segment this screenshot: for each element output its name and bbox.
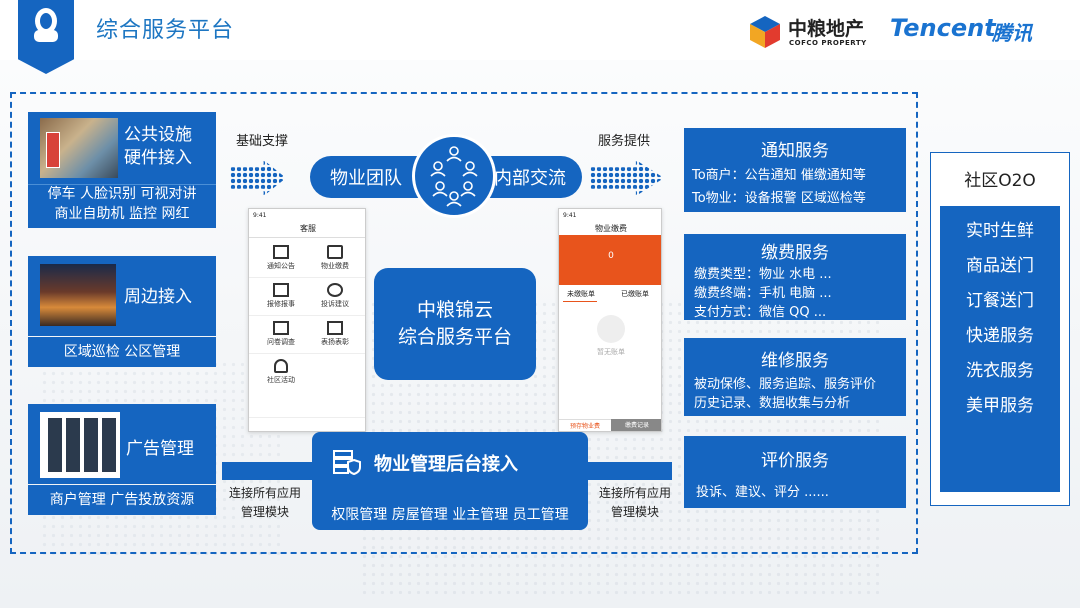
phone-left-time: 9:41	[253, 212, 267, 219]
notice-service-line1: To商户：公告通知 催缴通知等	[692, 168, 866, 183]
rating-service-card: 评价服务 投诉、建议、评分 ......	[684, 436, 906, 508]
public-facility-line2: 商业自助机 监控 网红	[54, 206, 190, 222]
ads-title: 广告管理	[126, 439, 194, 459]
public-facility-title: 公共设施 硬件接入	[124, 125, 192, 168]
grid-divider-3	[249, 353, 365, 354]
phone-left-title: 客服	[300, 224, 316, 233]
ad-screen-1	[48, 418, 62, 472]
backend-sub: 权限管理 房屋管理 业主管理 员工管理	[331, 507, 569, 523]
grid-divider-2	[249, 315, 365, 316]
repair-service-line1: 被动保修、服务追踪、服务评价	[694, 377, 877, 392]
cofco-logo-en: COFCO PROPERTY	[789, 39, 867, 47]
repair-service-title: 维修服务	[761, 351, 829, 371]
payment-service-card: 缴费服务 缴费类型：物业 水电 ... 缴费终端：手机 电脑 ... 支付方式：…	[684, 234, 906, 320]
grid-item-activity[interactable]: 社区活动	[259, 357, 303, 387]
tencent-logo-cn: 腾讯	[992, 21, 1032, 45]
label-basic-support: 基础支撑	[236, 134, 289, 149]
public-facility-sub	[28, 184, 216, 228]
internal-label: 内部交流	[494, 168, 566, 189]
backend-box	[312, 432, 588, 530]
grid-item-complaint[interactable]: 投诉建议	[313, 281, 357, 311]
grid-item-repair[interactable]: 报修报事	[259, 281, 303, 311]
grid-item-notice[interactable]: 通知公告	[259, 243, 303, 273]
connect-left-label: 连接所有应用 管理模块	[228, 486, 301, 519]
grid-item-praise[interactable]: 表扬表彰	[313, 319, 357, 349]
prepay-button[interactable]: 预存物业费	[559, 419, 611, 431]
ad-screen-3	[84, 418, 98, 472]
people-network-icon	[430, 146, 478, 207]
phone-mockup-left: 9:41 客服 通知公告 物业缴费 报修报事 投诉建议 问卷调查 表扬表彰 社区…	[248, 208, 366, 432]
o2o-list: 实时生鲜 商品送门 订餐送门 快递服务 洗衣服务 美甲服务	[940, 206, 1060, 492]
ad-screen-4	[102, 418, 116, 472]
cofco-logo-icon	[750, 16, 780, 48]
phone-left-tabbar	[249, 417, 365, 431]
notice-service-title: 通知服务	[761, 141, 829, 161]
phone-left-divider	[249, 237, 365, 238]
payment-service-line2: 缴费终端：手机 电脑 ...	[694, 286, 832, 301]
tab-underline	[563, 301, 597, 302]
empty-state-text: 暂无账单	[597, 348, 625, 356]
grid-item-payment[interactable]: 物业缴费	[313, 243, 357, 273]
tab-paid[interactable]: 已缴账单	[621, 290, 649, 298]
kiosk-image	[46, 132, 60, 168]
repair-service-card: 维修服务 被动保修、服务追踪、服务评价 历史记录、数据收集与分析	[684, 338, 906, 416]
o2o-item-meal: 订餐送门	[966, 291, 1034, 311]
grid-item-survey[interactable]: 问卷调查	[259, 319, 303, 349]
user-avatar-icon	[34, 8, 58, 42]
ads-sub: 商户管理 广告投放资源	[28, 485, 216, 515]
repair-service-line2: 历史记录、数据收集与分析	[694, 396, 851, 411]
grid-divider-1	[249, 277, 365, 278]
phone-right-title: 物业缴费	[595, 224, 627, 233]
platform-frame	[10, 92, 918, 554]
team-label: 物业团队	[330, 168, 402, 189]
payment-amount: 0	[608, 251, 614, 261]
ad-screen-2	[66, 418, 80, 472]
notice-service-line2: To物业：设备报警 区域巡检等	[692, 191, 866, 206]
o2o-item-goods: 商品送门	[966, 256, 1034, 276]
surrounding-title: 周边接入	[124, 287, 192, 307]
payment-record-button[interactable]: 缴费记录	[611, 419, 661, 431]
o2o-item-laundry: 洗衣服务	[966, 361, 1034, 381]
rating-service-line1: 投诉、建议、评分 ......	[696, 485, 829, 500]
rating-service-title: 评价服务	[761, 451, 829, 471]
platform-box: 中粮锦云 综合服务平台	[374, 268, 536, 380]
phone-mockup-right: 9:41 物业缴费 0 未缴账单 已缴账单 暂无账单 预存物业费 缴费记录	[558, 208, 662, 432]
backend-title: 物业管理后台接入	[374, 454, 518, 475]
o2o-title: 社区O2O	[964, 171, 1036, 191]
public-facility-line1: 停车 人脸识别 可视对讲	[47, 186, 197, 202]
page-title: 综合服务平台	[96, 18, 235, 43]
phone-right-time: 9:41	[563, 212, 577, 219]
cofco-logo-cn: 中粮地产	[788, 18, 865, 40]
o2o-item-fresh: 实时生鲜	[966, 221, 1034, 241]
tab-unpaid[interactable]: 未缴账单	[567, 290, 595, 298]
label-service-provide: 服务提供	[598, 134, 651, 149]
o2o-item-express: 快递服务	[966, 326, 1034, 346]
payment-service-title: 缴费服务	[761, 243, 829, 263]
payment-service-line3: 支付方式：微信 QQ ...	[694, 305, 827, 320]
notice-service-card: 通知服务 To商户：公告通知 催缴通知等 To物业：设备报警 区域巡检等	[684, 128, 906, 212]
tencent-logo-en: Tencent	[890, 14, 996, 42]
street-photo	[40, 264, 116, 326]
team-circle	[412, 134, 496, 218]
empty-state-icon	[597, 315, 625, 343]
surrounding-sub: 区域巡检 公区管理	[28, 337, 216, 367]
payment-header	[559, 235, 661, 285]
payment-service-line1: 缴费类型：物业 水电 ...	[694, 267, 832, 282]
connect-right-label: 连接所有应用 管理模块	[598, 486, 671, 519]
o2o-item-nail: 美甲服务	[966, 396, 1034, 416]
server-shield-icon	[333, 450, 361, 476]
